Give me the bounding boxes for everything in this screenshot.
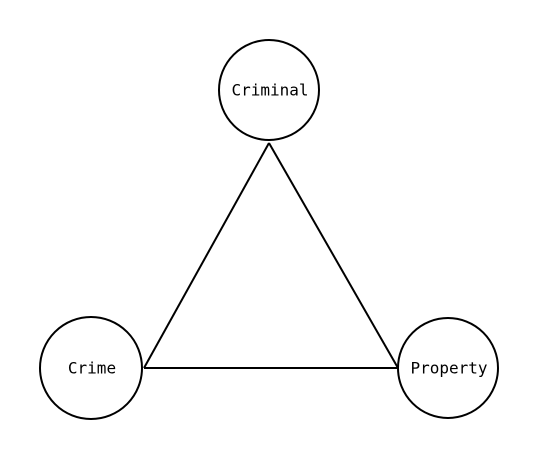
node-property-circle <box>397 317 499 419</box>
node-crime-circle <box>39 316 143 420</box>
node-criminal-label: Criminal <box>231 81 308 100</box>
edge-criminal-crime <box>143 142 270 369</box>
node-property-label: Property <box>410 359 487 378</box>
node-crime: Crime <box>39 316 143 420</box>
node-property: Property <box>397 317 499 419</box>
edge-criminal-property <box>268 142 399 369</box>
node-criminal-circle <box>218 39 320 141</box>
node-crime-label: Crime <box>68 359 116 378</box>
node-criminal: Criminal <box>218 39 320 141</box>
